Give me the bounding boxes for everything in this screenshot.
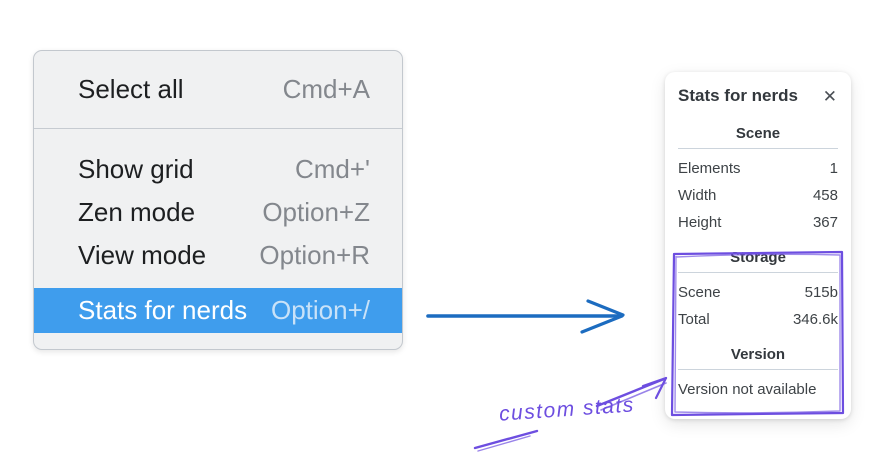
stat-row-height: Height 367 xyxy=(678,209,838,236)
stat-label: Scene xyxy=(678,284,721,301)
menu-item-show-grid[interactable]: Show grid Cmd+' xyxy=(34,148,402,191)
menu-item-label: Show grid xyxy=(78,154,194,184)
stat-value: 515b xyxy=(804,284,838,301)
annotation-custom-stats: custom stats xyxy=(498,393,636,426)
stat-value: 458 xyxy=(812,187,838,204)
menu-item-shortcut: Option+/ xyxy=(270,295,370,325)
close-icon[interactable]: ✕ xyxy=(822,86,837,106)
menu-item-label: Select all xyxy=(78,74,184,104)
menu-divider xyxy=(34,128,402,129)
menu-item-shortcut: Option+R xyxy=(259,240,370,270)
stat-value: 1 xyxy=(829,160,838,177)
version-section-heading: Version xyxy=(730,346,786,363)
section-divider xyxy=(678,369,838,370)
menu-item-shortcut: Cmd+' xyxy=(294,154,370,184)
menu-section-bottom: Show grid Cmd+' Zen mode Option+Z View m… xyxy=(34,129,402,349)
menu-item-label: View mode xyxy=(78,240,207,270)
stat-label: Width xyxy=(678,187,717,204)
stat-row-storage-total: Total 346.6k xyxy=(678,306,838,333)
menu-item-shortcut: Cmd+A xyxy=(282,74,370,104)
menu-item-stats-for-nerds[interactable]: Stats for nerds Option+/ xyxy=(34,288,402,333)
stat-label: Total xyxy=(678,311,710,328)
menu-item-label: Stats for nerds xyxy=(78,295,248,325)
stats-panel-header: Stats for nerds ✕ xyxy=(678,86,838,106)
blue-arrow xyxy=(426,299,625,334)
stats-panel: Stats for nerds ✕ Scene Elements 1 Width… xyxy=(665,72,851,419)
scene-section-heading: Scene xyxy=(735,125,781,142)
stat-value: 346.6k xyxy=(792,311,838,328)
stat-label: Elements xyxy=(678,160,741,177)
storage-section-heading: Storage xyxy=(730,249,786,266)
menu-item-view-mode[interactable]: View mode Option+R xyxy=(34,234,402,277)
version-note: Version not available xyxy=(678,381,817,398)
stat-row-storage-scene: Scene 515b xyxy=(678,279,838,306)
stat-value: 367 xyxy=(812,214,838,231)
section-divider xyxy=(678,148,838,149)
section-divider xyxy=(678,272,838,273)
stat-row-elements: Elements 1 xyxy=(678,155,838,182)
stat-label: Height xyxy=(678,214,722,231)
menu-item-select-all[interactable]: Select all Cmd+A xyxy=(34,68,402,111)
menu-item-zen-mode[interactable]: Zen mode Option+Z xyxy=(34,191,402,234)
context-menu: Select all Cmd+A Show grid Cmd+' Zen mod… xyxy=(33,50,403,350)
stat-row-width: Width 458 xyxy=(678,182,838,209)
stats-panel-title: Stats for nerds xyxy=(678,86,798,105)
menu-section-top: Select all Cmd+A xyxy=(34,51,402,128)
menu-item-shortcut: Option+Z xyxy=(262,197,370,227)
menu-item-label: Zen mode xyxy=(78,197,196,227)
